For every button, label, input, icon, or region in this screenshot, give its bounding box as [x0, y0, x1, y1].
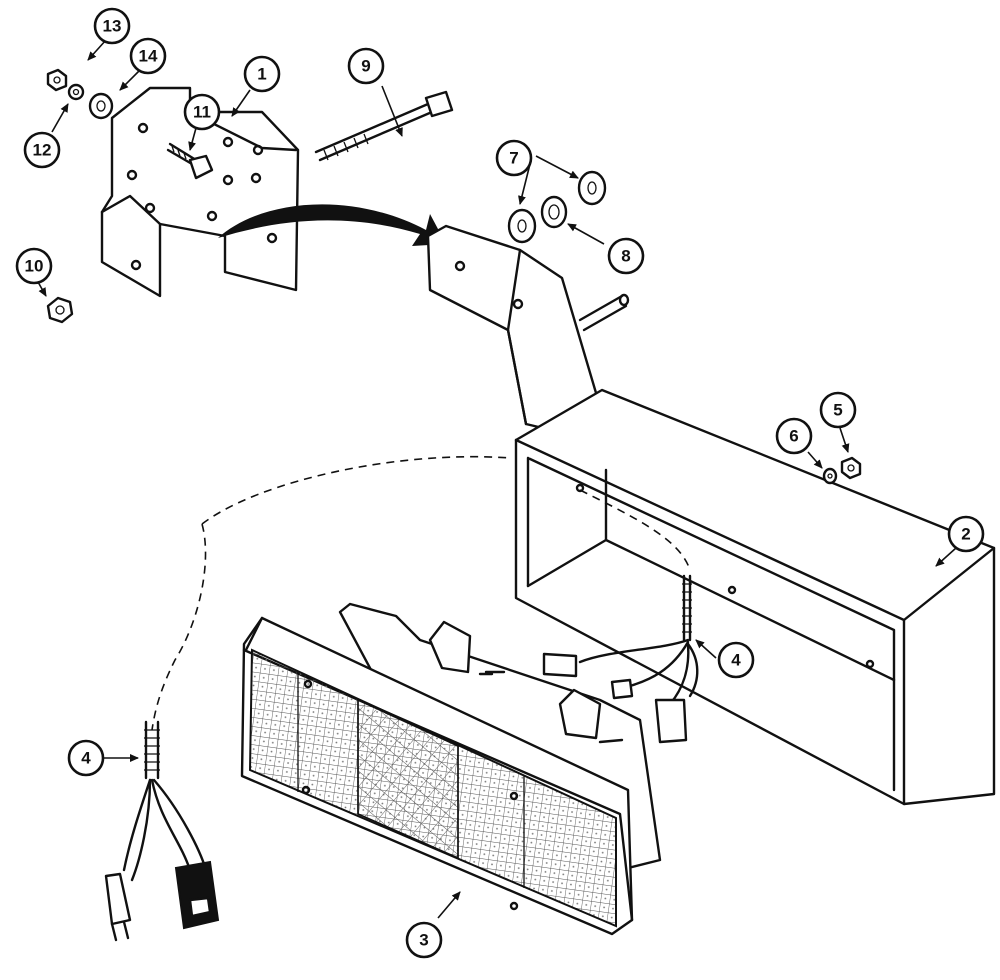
callout-10: 10	[15, 247, 53, 285]
callout-13: 13	[93, 7, 131, 45]
wire-harness-right	[542, 574, 699, 744]
callout-5: 5	[819, 391, 857, 429]
mounting-bracket	[100, 86, 300, 298]
flat-washer-7a	[507, 208, 537, 244]
callout-11: 11	[183, 93, 221, 131]
lamp-housing	[514, 388, 996, 806]
callout-4b-label: 4	[81, 749, 91, 768]
flat-washer-7b	[577, 170, 607, 206]
wire-route-dashed-inner	[579, 489, 691, 571]
callout-6: 6	[775, 417, 813, 455]
lock-washer-12	[67, 83, 85, 101]
flat-washer-14	[88, 92, 114, 120]
callout-4b: 4	[67, 739, 105, 777]
callout-1: 1	[243, 55, 281, 93]
long-bolt	[314, 90, 454, 162]
callout-10-label: 10	[25, 257, 44, 276]
callout-2: 2	[947, 515, 985, 553]
callout-4a-label: 4	[731, 651, 741, 670]
callout-6-label: 6	[789, 427, 798, 446]
callout-12: 12	[23, 131, 61, 169]
nut-5	[840, 456, 862, 480]
callout-14: 14	[129, 37, 167, 75]
short-bolt	[166, 142, 214, 180]
lamp-assembly	[240, 602, 662, 936]
nut-10	[46, 296, 74, 324]
washer-6	[822, 467, 838, 485]
callout-14-label: 14	[139, 47, 158, 66]
callout-13-label: 13	[103, 17, 122, 36]
leader-lines	[37, 39, 957, 919]
callout-7-label: 7	[509, 149, 518, 168]
callout-3: 3	[405, 921, 443, 959]
callout-3-label: 3	[419, 931, 428, 950]
callout-5-label: 5	[833, 401, 842, 420]
callout-2-label: 2	[961, 525, 970, 544]
callout-12-label: 12	[33, 141, 52, 160]
callout-8: 8	[607, 237, 645, 275]
wire-harness-left	[104, 720, 220, 942]
callout-9: 9	[347, 47, 385, 85]
callout-11-label: 11	[193, 103, 211, 122]
lock-washer-8	[540, 195, 568, 229]
callout-1-label: 1	[257, 65, 266, 84]
nut-13	[46, 68, 68, 92]
callout-8-label: 8	[621, 247, 630, 266]
wire-route-dashed	[151, 455, 511, 731]
callout-9-label: 9	[361, 57, 370, 76]
callout-4a: 4	[717, 641, 755, 679]
callout-7: 7	[495, 139, 533, 177]
assembly-arrow	[218, 204, 446, 246]
